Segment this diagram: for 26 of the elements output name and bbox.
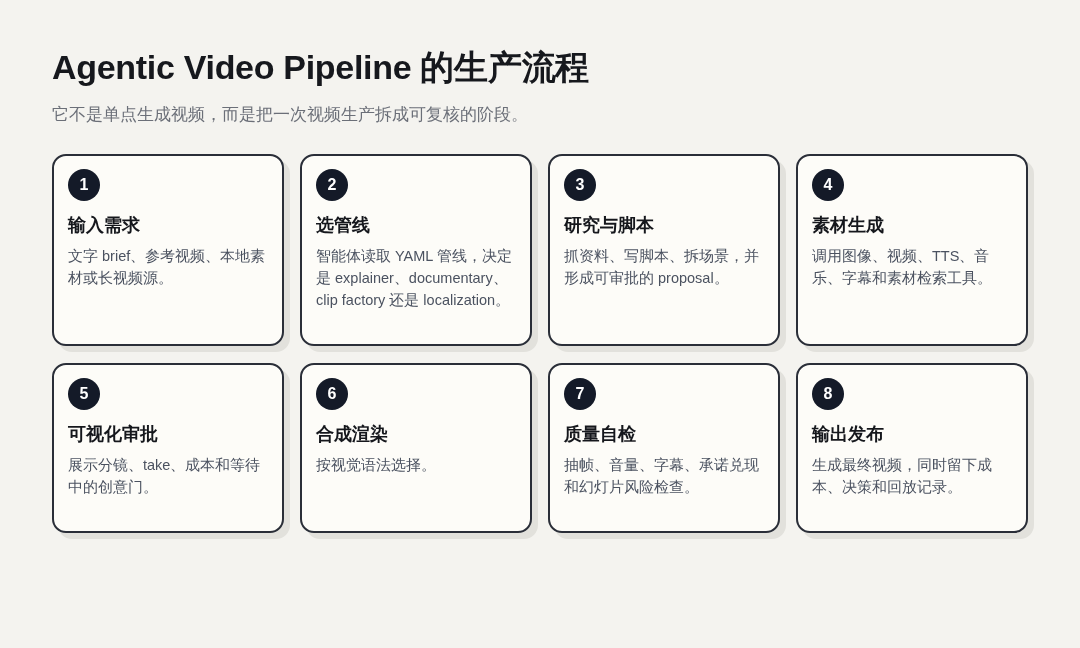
number-badge: 2 [316,169,348,201]
number-badge: 7 [564,378,596,410]
page-title: Agentic Video Pipeline 的生产流程 [52,47,589,88]
step-description: 展示分镜、take、成本和等待中的创意门。 [68,456,262,497]
number-badge: 5 [68,378,100,410]
step-title: 可视化审批 [68,423,159,446]
step-description: 调用图像、视频、TTS、音乐、字幕和素材检索工具。 [812,247,993,288]
page-subtitle: 它不是单点生成视频，而是把一次视频生产拆成可复核的阶段。 [52,104,528,126]
step-title: 选管线 [316,214,371,237]
step-description: 按视觉语法选择。 [316,456,437,475]
step-title: 输入需求 [68,214,141,237]
step-description: 文字 brief、参考视频、本地素材或长视频源。 [68,247,267,288]
step-title: 输出发布 [812,423,885,446]
step-title: 研究与脚本 [564,214,655,237]
number-badge: 1 [68,169,100,201]
number-badge: 6 [316,378,348,410]
number-badge: 4 [812,169,844,201]
step-title: 素材生成 [812,214,885,237]
step-description: 智能体读取 YAML 管线，决定是 explainer、documentary、clip factory 还是 localization。 [316,247,513,310]
step-description: 抓资料、写脚本、拆场景，并形成可审批的 proposal。 [564,247,760,288]
step-description: 生成最终视频，同时留下成本、决策和回放记录。 [812,456,993,497]
step-title: 合成渲染 [316,423,389,446]
step-description: 抽帧、音量、字幕、承诺兑现和幻灯片风险检查。 [564,456,760,497]
number-badge: 8 [812,378,844,410]
step-title: 质量自检 [564,423,637,446]
number-badge: 3 [564,169,596,201]
